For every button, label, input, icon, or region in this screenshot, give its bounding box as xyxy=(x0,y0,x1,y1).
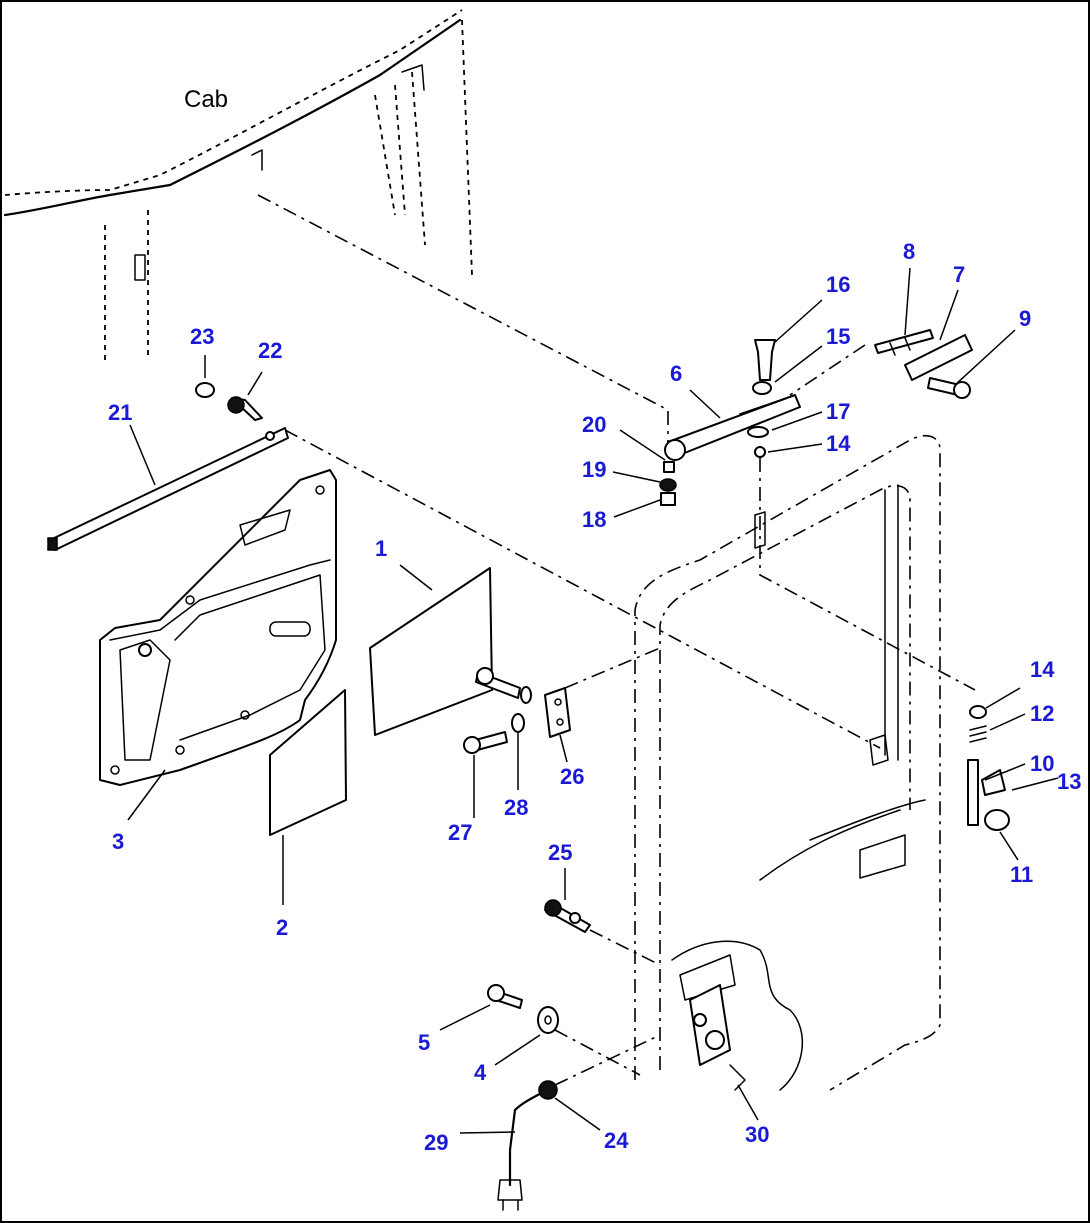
label-20: 20 xyxy=(582,412,606,437)
part-6-stay-arm xyxy=(659,339,801,506)
part-4-5-hardware xyxy=(487,984,559,1034)
label-2: 2 xyxy=(276,915,288,940)
assembly-lines xyxy=(257,194,976,1086)
label-13: 13 xyxy=(1057,769,1081,794)
door-lock xyxy=(671,940,803,1091)
label-3: 3 xyxy=(112,829,124,854)
part-2-sheet xyxy=(269,689,347,836)
part-7-8-9 xyxy=(874,329,973,399)
label-24: 24 xyxy=(604,1128,629,1153)
door-frame xyxy=(634,434,941,1091)
part-24-29-cable xyxy=(497,1080,558,1211)
label-7: 7 xyxy=(953,262,965,287)
label-12: 12 xyxy=(1030,701,1054,726)
label-16: 16 xyxy=(826,272,850,297)
label-10: 10 xyxy=(1030,751,1054,776)
part-3-panel xyxy=(99,469,337,786)
label-18: 18 xyxy=(582,507,606,532)
label-8: 8 xyxy=(903,239,915,264)
label-23: 23 xyxy=(190,324,214,349)
leader-lines xyxy=(127,267,1059,1134)
label-17: 17 xyxy=(826,399,850,424)
label-22: 22 xyxy=(258,338,282,363)
label-11: 11 xyxy=(1010,862,1033,887)
label-26: 26 xyxy=(560,764,584,789)
part-1-sheet xyxy=(369,567,493,736)
label-5: 5 xyxy=(418,1030,430,1055)
label-4: 4 xyxy=(474,1060,487,1085)
label-29: 29 xyxy=(424,1130,448,1155)
label-28: 28 xyxy=(504,795,528,820)
label-25: 25 xyxy=(548,840,572,865)
label-19: 19 xyxy=(582,457,606,482)
label-14-upper: 14 xyxy=(826,431,851,456)
cab-label: Cab xyxy=(184,86,228,113)
label-21: 21 xyxy=(108,400,132,425)
label-9: 9 xyxy=(1019,306,1031,331)
label-14-lower: 14 xyxy=(1030,657,1055,682)
cab-outline: Cab xyxy=(3,9,473,360)
part-26-27-28-hardware xyxy=(463,667,571,754)
part-22-23-hardware xyxy=(195,382,263,421)
label-15: 15 xyxy=(826,324,850,349)
label-6: 6 xyxy=(670,361,682,386)
part-25-bolt xyxy=(544,899,591,933)
part-10-14-hinge-pin xyxy=(967,705,1010,831)
label-30: 30 xyxy=(745,1122,769,1147)
part-number-labels: 1 2 3 4 5 6 7 8 9 10 11 12 13 14 14 15 1… xyxy=(108,239,1081,1155)
label-27: 27 xyxy=(448,820,472,845)
part-21-strip xyxy=(47,427,289,551)
label-1: 1 xyxy=(375,536,387,561)
